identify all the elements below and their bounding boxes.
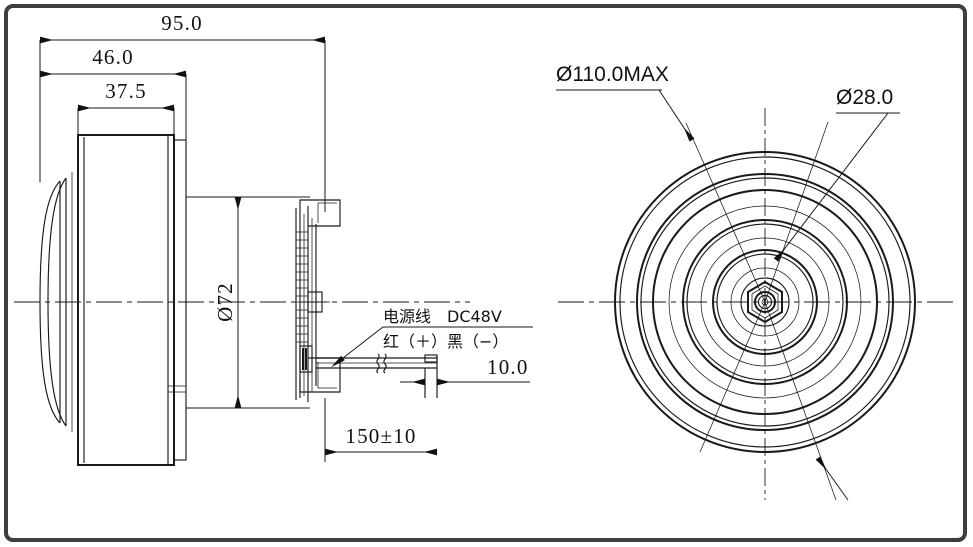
dim-label-body-diameter: Ø72 (213, 282, 237, 322)
stator-body-outline (77, 134, 175, 466)
hex-nut-bore (754, 291, 776, 313)
outer-diameter-label: Ø110.0MAX (556, 63, 669, 86)
bearing-hatch-marks (296, 231, 308, 343)
cable-break-symbol (376, 353, 380, 374)
front-view: Ø110.0MAX Ø28.0 (556, 63, 955, 501)
dim-label-cable-length: 150±10 (345, 424, 416, 448)
hub-diameter-leader (773, 112, 889, 262)
outer-diameter-leader (658, 89, 695, 142)
shaft-bearing-assembly (295, 199, 341, 402)
cable-annotation-line2: 红（＋）黑（−） (383, 332, 508, 351)
circle-ring-7 (682, 219, 848, 385)
circle-ring-4 (640, 177, 890, 427)
power-cable (316, 353, 438, 398)
hex-nut-inner (751, 285, 779, 319)
circle-ring-5 (652, 189, 878, 415)
circle-ring-11 (716, 253, 814, 351)
dim-label-overall-length: 95.0 (161, 11, 203, 35)
circle-ring-3 (636, 173, 894, 431)
connector-block (299, 345, 313, 373)
housing-left-cap-inner1 (47, 177, 67, 427)
side-section-view (14, 134, 470, 466)
circle-hub (740, 277, 790, 327)
upper-boss (299, 199, 341, 227)
dim-label-body-length: 46.0 (92, 45, 134, 69)
blade-line-ul (685, 122, 766, 303)
hex-nut-outer (747, 280, 783, 324)
blade-line-ur (764, 121, 829, 303)
circle-outer-rim (614, 151, 916, 453)
bottom-right-pointer (815, 456, 849, 501)
circle-ring-10 (712, 249, 818, 355)
cable-annotation-line1: 电源线 DC48V (383, 307, 502, 326)
circle-ring-12 (730, 267, 800, 337)
blade-line-lr (764, 301, 837, 501)
circle-outer-rim-2 (619, 156, 911, 448)
side-view-dimensions: 95.0 46.0 37.5 Ø72 150±10 10.0 电源线 DC48V… (39, 11, 533, 462)
sheet-border (4, 4, 967, 542)
circle-ring-9 (700, 237, 830, 367)
end-plate-outline (173, 139, 187, 461)
housing-left-cap-outer (39, 180, 61, 424)
cable-annotation-leader (331, 326, 384, 368)
circle-ring-6 (668, 205, 862, 399)
circle-ring-8 (686, 223, 844, 381)
cable-break-symbol-2 (383, 353, 387, 374)
blade-line-ll (699, 301, 766, 453)
hub-diameter-label: Ø28.0 (836, 86, 893, 109)
dim-label-rotor-length: 37.5 (105, 79, 147, 103)
dim-label-cable-tip: 10.0 (487, 355, 529, 379)
